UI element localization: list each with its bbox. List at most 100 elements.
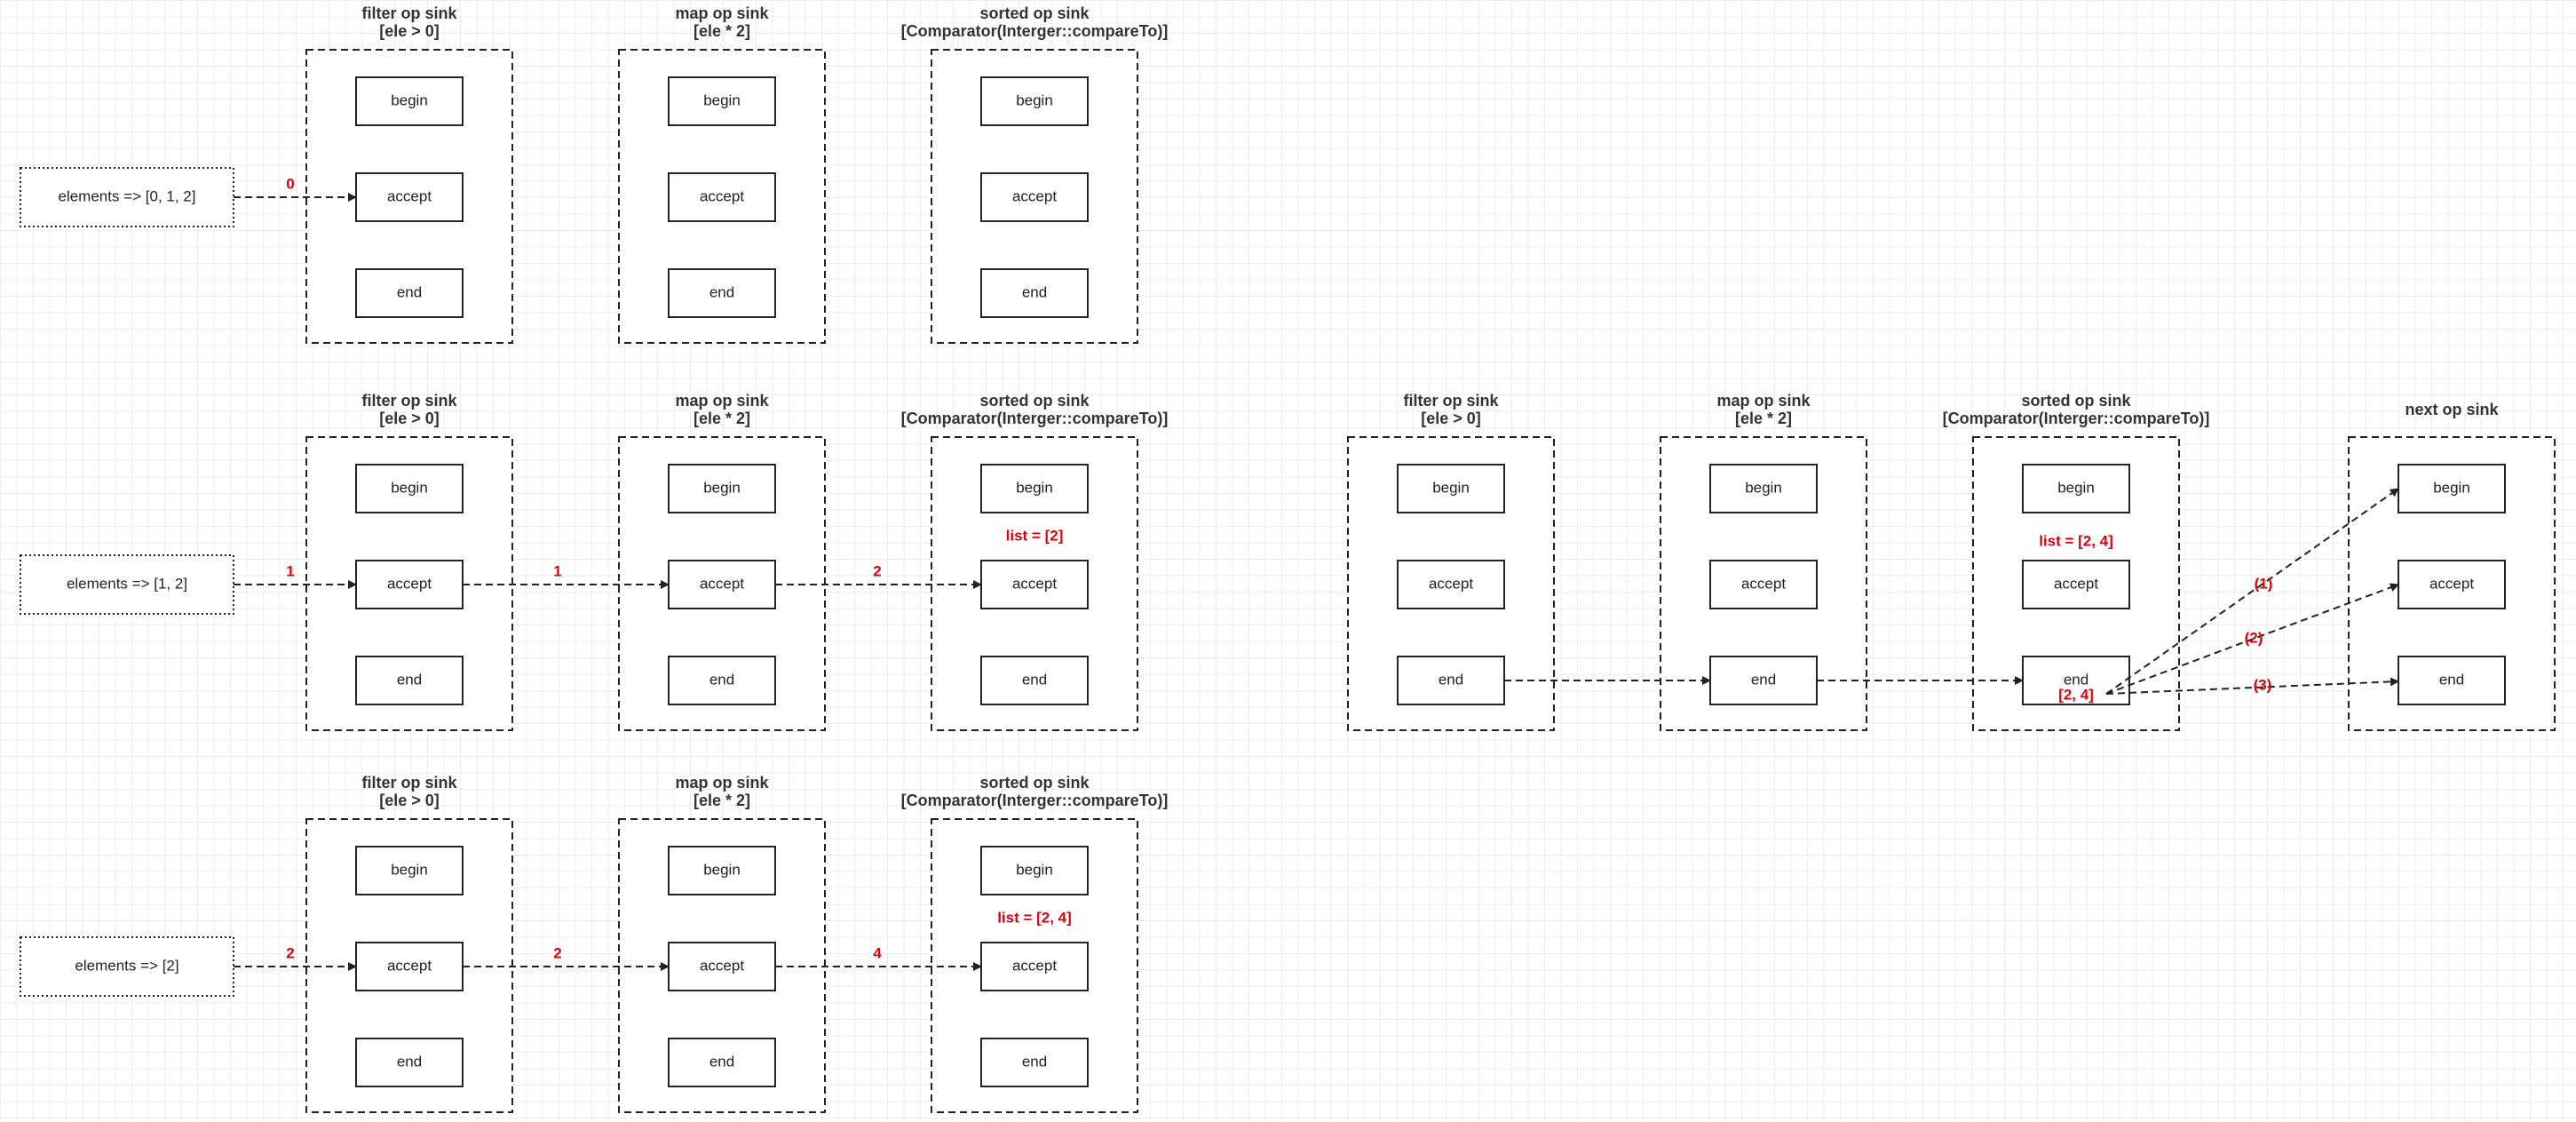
row1-filter-sink-end-label: end	[397, 283, 422, 300]
row3-sorted-sink-title: sorted op sink	[979, 774, 1090, 792]
end-phase-filter-sink-accept-label: accept	[1429, 575, 1473, 592]
row3-filter-sink-accept-label: accept	[387, 957, 432, 974]
end-phase-out-label-1: (1)	[2255, 575, 2273, 592]
row1-map-sink-end-box	[668, 268, 776, 318]
row3-sorted-sink-end-box	[980, 1038, 1089, 1087]
row3-sorted-sink-begin-label: begin	[1016, 861, 1053, 878]
row3-filter-sink-end-label: end	[397, 1053, 422, 1070]
end-phase-filter-sink-begin-box	[1397, 464, 1505, 513]
row2-sorted-sink-accept-label: accept	[1012, 575, 1057, 592]
row3-list-note: list = [2, 4]	[997, 909, 1072, 926]
end-phase-sorted-sink-end-label: end	[2064, 671, 2089, 688]
row2-filter-sink-begin-box	[355, 464, 464, 513]
end-phase-next-sink-accept-label: accept	[2429, 575, 2474, 592]
row2-map-sink-begin-box	[668, 464, 776, 513]
row3-filter-sink-end-box	[355, 1038, 464, 1087]
row1-map-sink-title: map op sink	[675, 4, 769, 22]
row3-map-sink-title: map op sink	[675, 774, 769, 792]
row1-input-label: elements => [0, 1, 2]	[59, 187, 196, 204]
row1-map-sink-end-label: end	[709, 283, 734, 300]
row1-sorted-sink-accept-box	[980, 172, 1089, 222]
row2-filter-sink-accept-box	[355, 560, 464, 609]
row2-map-sink-accept-label: accept	[700, 575, 744, 592]
row2-sorted-sink-end-box	[980, 656, 1089, 705]
row3-sorted-sink-end-label: end	[1022, 1053, 1047, 1070]
row3-flow-value-1: 2	[286, 944, 294, 961]
end-phase-filter-sink-title: filter op sink	[1403, 392, 1499, 410]
row1-filter-sink-title: filter op sink	[361, 4, 457, 22]
row2-filter-sink-title: filter op sink	[361, 392, 457, 410]
row3-sorted-sink-accept-label: accept	[1012, 957, 1057, 974]
row1-sorted-sink-subtitle: [Comparator(Interger::compareTo)]	[901, 22, 1169, 40]
end-phase-out-label-3: (3)	[2254, 676, 2272, 693]
row1-sorted-sink-end-box	[980, 268, 1089, 318]
end-phase-next-sink-title: next op sink	[2405, 401, 2499, 418]
row2-filter-sink-accept-label: accept	[387, 575, 432, 592]
end-phase-sorted-sink-accept-label: accept	[2054, 575, 2098, 592]
row3-map-sink-begin-label: begin	[703, 861, 741, 878]
end-phase-sorted-sink-title: sorted op sink	[2021, 392, 2131, 410]
end-phase-map-sink-accept-box	[1709, 560, 1818, 609]
row1-map-sink-accept-box	[668, 172, 776, 222]
end-phase-next-sink-begin-label: begin	[2433, 479, 2470, 496]
end-phase-filter-sink-subtitle: [ele > 0]	[1421, 410, 1481, 427]
row3-map-sink-end-box	[668, 1038, 776, 1087]
row1-filter-sink-subtitle: [ele > 0]	[379, 22, 440, 40]
row2-flow-value-3: 2	[873, 562, 881, 579]
row3-flow-value-3: 4	[873, 944, 882, 961]
end-phase-sorted-sink-subtitle: [Comparator(Interger::compareTo)]	[1943, 410, 2210, 427]
end-phase-filter-sink-accept-box	[1397, 560, 1505, 609]
row1-map-sink-accept-label: accept	[700, 187, 744, 204]
end-phase-sorted-sink-begin-label: begin	[2057, 479, 2095, 496]
row3-flow-value-2: 2	[553, 944, 561, 961]
row3-map-sink-end-label: end	[709, 1053, 734, 1070]
row3-filter-sink-title: filter op sink	[361, 774, 457, 792]
row2-sorted-sink-accept-box	[980, 560, 1089, 609]
row2-input-box	[20, 554, 234, 615]
row2-sorted-sink-end-label: end	[1022, 671, 1047, 688]
end-phase-out-arrow-2	[2105, 583, 2399, 695]
row1-input-box	[20, 167, 234, 227]
row1-map-sink-begin-label: begin	[703, 92, 741, 108]
end-phase-next-sink-accept-box	[2398, 560, 2506, 609]
row2-map-sink-accept-box	[668, 560, 776, 609]
end-phase-list-note: list = [2, 4]	[2039, 532, 2113, 549]
end-phase-end-value: [2, 4]	[2058, 686, 2094, 703]
row2-filter-sink-begin-label: begin	[391, 479, 428, 496]
row2-sorted-sink-begin-label: begin	[1016, 479, 1053, 496]
row1-filter-sink-end-box	[355, 268, 464, 318]
end-phase-out-label-2: (2)	[2245, 629, 2263, 646]
row1-filter-sink-begin-label: begin	[391, 92, 428, 108]
end-phase-map-sink-subtitle: [ele * 2]	[1735, 410, 1792, 427]
row1-filter-sink-accept-label: accept	[387, 187, 432, 204]
row2-filter-sink-subtitle: [ele > 0]	[379, 410, 440, 427]
row2-sorted-sink-title: sorted op sink	[979, 392, 1090, 410]
row1-map-sink-begin-box	[668, 76, 776, 126]
end-phase-sorted-sink-begin-box	[2022, 464, 2130, 513]
end-phase-next-sink-end-box	[2398, 656, 2506, 705]
row3-input-box	[20, 936, 234, 997]
row2-map-sink-begin-label: begin	[703, 479, 741, 496]
row1-sorted-sink-begin-label: begin	[1016, 92, 1053, 108]
row1-sorted-sink-title: sorted op sink	[979, 4, 1090, 22]
row1-filter-sink-begin-box	[355, 76, 464, 126]
row2-sorted-sink-begin-box	[980, 464, 1089, 513]
row2-filter-sink-end-box	[355, 656, 464, 705]
row2-input-label: elements => [1, 2]	[67, 575, 187, 592]
row2-list-note: list = [2]	[1006, 527, 1064, 544]
end-phase-filter-sink-end-label: end	[1439, 671, 1463, 688]
row2-map-sink-end-box	[668, 656, 776, 705]
end-phase-out-arrow-1	[2105, 488, 2399, 695]
row1-sorted-sink-accept-label: accept	[1012, 187, 1057, 204]
row3-map-sink-subtitle: [ele * 2]	[694, 792, 750, 809]
end-phase-sorted-sink-end-box	[2022, 656, 2130, 705]
row3-map-sink-accept-label: accept	[700, 957, 744, 974]
row3-filter-sink-begin-box	[355, 846, 464, 895]
row2-sorted-sink-subtitle: [Comparator(Interger::compareTo)]	[901, 410, 1169, 427]
row2-flow-value-1: 1	[286, 562, 294, 579]
end-phase-filter-sink-begin-label: begin	[1432, 479, 1470, 496]
end-phase-map-sink-end-box	[1709, 656, 1818, 705]
end-phase-map-sink-accept-label: accept	[1741, 575, 1786, 592]
end-phase-sorted-sink-accept-box	[2022, 560, 2130, 609]
